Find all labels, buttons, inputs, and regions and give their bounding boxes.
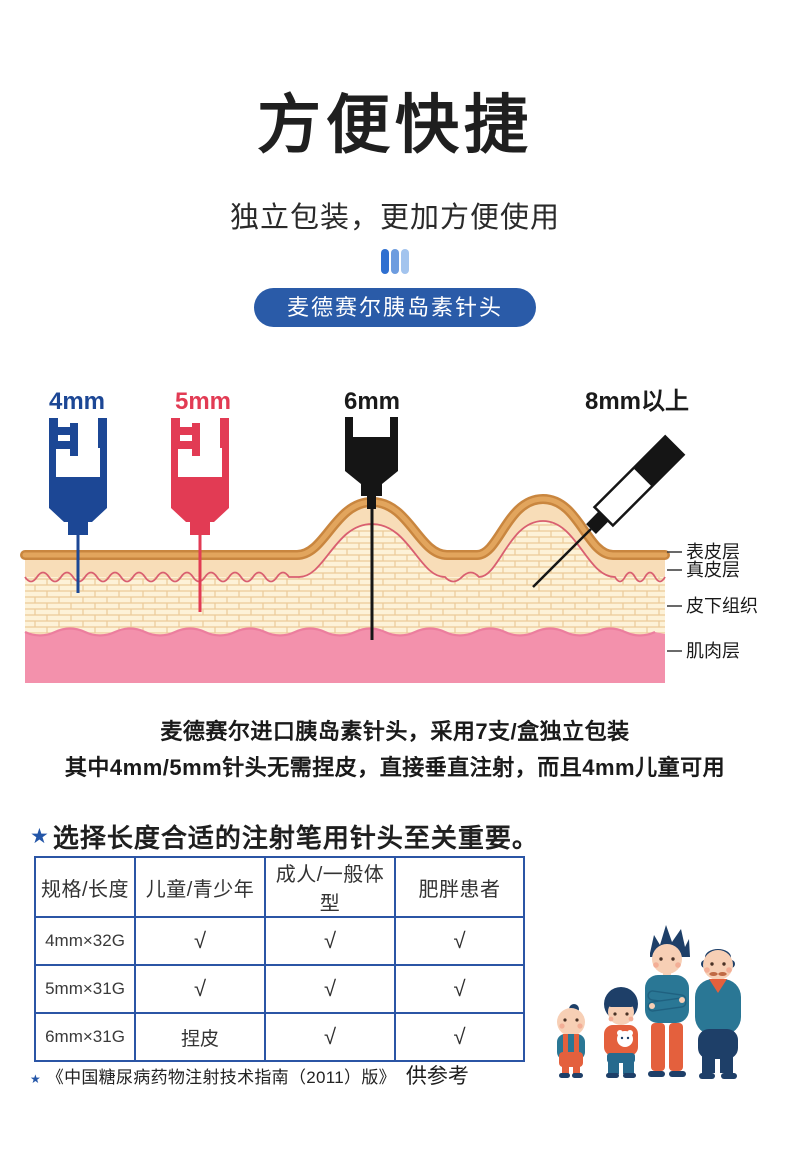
needle-6mm xyxy=(345,417,398,640)
col-header-obese: 肥胖患者 xyxy=(394,856,525,918)
table-row: 4mm×32G √ √ √ xyxy=(34,916,525,966)
table-row: 5mm×31G √ √ √ xyxy=(34,964,525,1014)
cell-check: √ xyxy=(134,964,266,1014)
star-icon: ★ xyxy=(30,825,49,848)
cell-spec: 6mm×31G xyxy=(34,1012,136,1062)
footnote: ★ 《中国糖尿病药物注射技术指南（2011）版》 供参考 xyxy=(30,1060,469,1090)
label-5mm: 5mm xyxy=(175,388,231,415)
bar-medium-icon xyxy=(391,249,399,274)
cell-check: √ xyxy=(264,1012,396,1062)
cell-check: √ xyxy=(394,1012,525,1062)
needle-skin-diagram: 4mm 5mm 6mm 8mm以上 表皮层 真皮层 皮下组织 肌肉层 xyxy=(20,388,758,683)
page-title: 方便快捷 xyxy=(257,89,533,161)
subcutaneous-layer xyxy=(25,521,665,633)
needle-5mm xyxy=(171,418,229,612)
col-header-adult: 成人/一般体型 xyxy=(264,856,396,918)
needle-4mm xyxy=(49,418,107,593)
figure-child xyxy=(604,987,638,1078)
caption-line-2: 其中4mm/5mm针头无需捏皮，直接垂直注射，而且4mm儿童可用 xyxy=(64,755,726,780)
brand-badge: 麦德赛尔胰岛素针头 xyxy=(253,288,536,327)
cell-check: √ xyxy=(134,916,266,966)
col-header-children: 儿童/青少年 xyxy=(134,856,266,918)
label-4mm: 4mm xyxy=(49,388,105,415)
cell-check: √ xyxy=(394,964,525,1014)
muscle-top-edge xyxy=(24,627,656,637)
label-6mm: 6mm xyxy=(344,388,400,415)
layer-callout-lines xyxy=(667,551,682,652)
muscle-layer xyxy=(25,628,665,683)
label-subcutaneous: 皮下组织 xyxy=(686,596,758,616)
table-header-row: 规格/长度 儿童/青少年 成人/一般体型 肥胖患者 xyxy=(34,856,525,918)
syringe-8mm xyxy=(532,434,686,588)
bar-light-icon xyxy=(401,249,409,274)
needle-size-table: 规格/长度 儿童/青少年 成人/一般体型 肥胖患者 4mm×32G √ √ √ … xyxy=(34,856,525,1062)
label-muscle: 肌肉层 xyxy=(686,641,740,661)
label-epidermis: 表皮层 xyxy=(686,542,740,562)
label-8mm: 8mm以上 xyxy=(585,388,689,415)
brand-badge-row: 麦德赛尔胰岛素针头 xyxy=(0,288,790,327)
footnote-source: 《中国糖尿病药物注射技术指南（2011）版》 xyxy=(46,1068,396,1087)
caption-line-1: 麦德赛尔进口胰岛素针头，采用7支/盒独立包装 xyxy=(160,719,630,744)
figure-baby xyxy=(557,1004,585,1078)
section-heading: ★ 选择长度合适的注射笔用针头至关重要。 xyxy=(30,818,539,855)
decorative-bars xyxy=(0,249,790,274)
figure-adult xyxy=(645,925,690,1077)
section-heading-text: 选择长度合适的注射笔用针头至关重要。 xyxy=(52,823,539,853)
page-subtitle: 独立包装，更加方便使用 xyxy=(229,202,560,234)
cell-spec: 4mm×32G xyxy=(34,916,136,966)
family-illustration xyxy=(557,925,741,1079)
cell-check: √ xyxy=(264,916,396,966)
cell-check: √ xyxy=(264,964,396,1014)
table-row: 6mm×31G 捏皮 √ √ xyxy=(34,1012,525,1062)
footnote-suffix: 供参考 xyxy=(405,1065,469,1088)
col-header-spec: 规格/长度 xyxy=(34,856,136,918)
label-dermis: 真皮层 xyxy=(686,560,740,580)
cell-spec: 5mm×31G xyxy=(34,964,136,1014)
epidermis-highlight xyxy=(22,496,668,558)
cell-check: √ xyxy=(394,916,525,966)
cell-pinch: 捏皮 xyxy=(134,1012,266,1062)
star-icon-small: ★ xyxy=(30,1072,41,1086)
bar-dark-icon xyxy=(381,249,389,274)
figure-heavy-adult xyxy=(695,949,741,1079)
